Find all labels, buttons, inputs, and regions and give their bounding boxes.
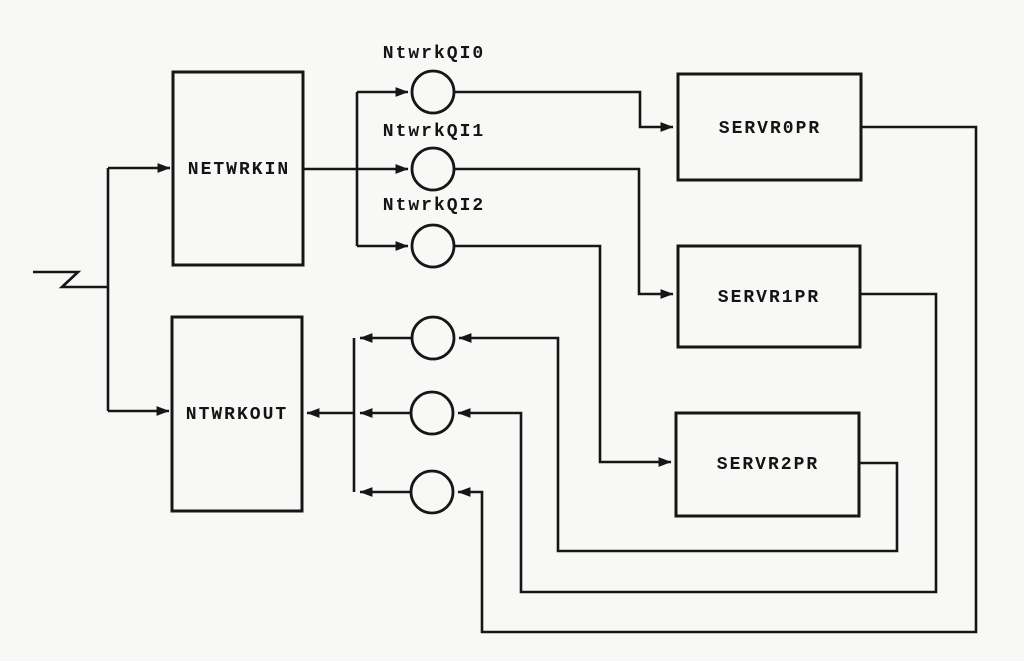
- wire-queue0-to-server0: [454, 90, 674, 132]
- wire-queue2-to-server2: [454, 244, 672, 467]
- node-server0-label: SERVR0PR: [719, 119, 821, 139]
- queue-in-2: [410, 223, 456, 269]
- queue-in-0-label: NtwrkQI0: [383, 44, 485, 64]
- node-server1: [676, 244, 862, 349]
- queue-in-2-label: NtwrkQI2: [383, 196, 485, 216]
- wire-server1-return: [457, 292, 938, 594]
- fanout-line: [303, 92, 359, 246]
- node-network-out: [170, 315, 304, 513]
- wire-server0-return: [457, 125, 978, 634]
- node-server2-label: SERVR2PR: [717, 455, 819, 475]
- node-server2: [674, 411, 861, 518]
- queue-in-1-label: NtwrkQI1: [383, 122, 485, 142]
- node-network-in-label: NETWRKIN: [188, 160, 290, 180]
- queue-out-1: [409, 390, 455, 436]
- queue-out-2: [409, 469, 455, 515]
- wire-server2-return: [458, 333, 899, 553]
- node-server1-label: SERVR1PR: [718, 288, 820, 308]
- queue-in-1: [410, 146, 456, 192]
- node-network-out-label: NTWRKOUT: [186, 405, 288, 425]
- queue-out-0: [410, 315, 456, 361]
- queue-in-0: [410, 69, 456, 115]
- break-source-symbol: [33, 270, 108, 289]
- wire-queue1-to-server1: [454, 167, 674, 299]
